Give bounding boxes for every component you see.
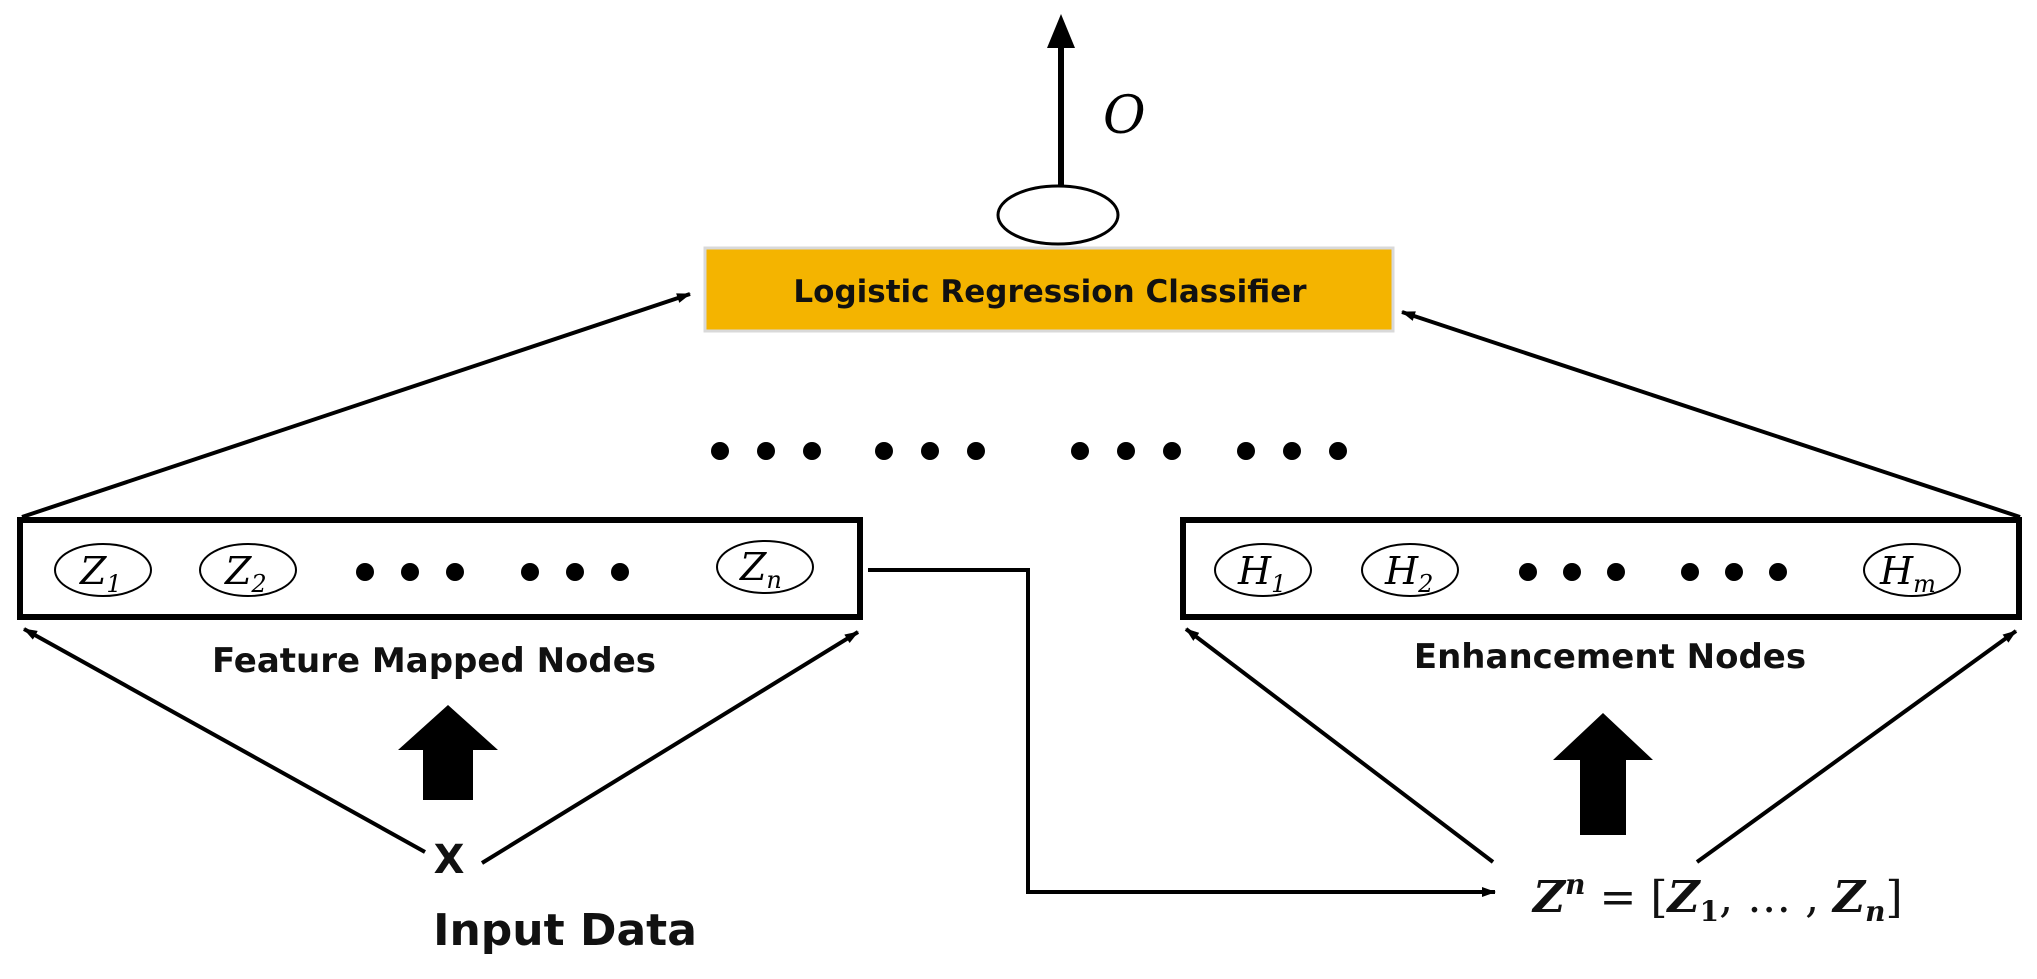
svg-text:H1: H1 [1237, 549, 1286, 598]
enhancement-node-1: H1 [1214, 543, 1312, 598]
formula-z1: Z [1666, 872, 1702, 923]
input-caption: Input Data [433, 905, 697, 956]
feature-node-1: Z1 [54, 543, 152, 598]
svg-text:Z2: Z2 [224, 549, 267, 598]
input-to-feature-right-arrow [480, 630, 860, 865]
enhancement-node-m: Hm [1863, 543, 1961, 598]
enhancement-nodes-caption: Enhancement Nodes [1414, 637, 1806, 677]
ellipsis-dots-icon [356, 563, 629, 581]
formula-lhs-sup: n [1565, 868, 1585, 901]
concat-formula: Zn = [Z1, … , Zn] [1531, 868, 1903, 928]
svg-text:Hm: Hm [1879, 549, 1936, 598]
feature-node-2: Z2 [199, 543, 297, 598]
input-to-feature-left-arrow [23, 627, 426, 854]
output-node [996, 184, 1120, 246]
feature-to-concat-connector [868, 568, 1496, 897]
feature-node-n: Zn [716, 540, 814, 594]
enhancement-node-2: H2 [1361, 543, 1459, 598]
svg-text:Z1: Z1 [79, 549, 122, 598]
svg-text:H2: H2 [1384, 549, 1433, 598]
ellipsis-dots-icon [1519, 563, 1787, 581]
block-up-arrow-icon [398, 705, 498, 800]
feature-to-classifier-arrow [21, 292, 691, 519]
formula-z1-sub: 1 [1700, 895, 1719, 928]
input-symbol: X [434, 837, 465, 883]
formula-close: ] [1886, 872, 1903, 923]
formula-middle: , … , [1719, 872, 1833, 923]
concat-to-enhancement-right-arrow [1695, 629, 2018, 864]
svg-text:Zn: Zn [739, 545, 782, 594]
ellipsis-dots-icon [711, 442, 1347, 460]
classifier-box [703, 246, 1395, 333]
enhancement-to-classifier-arrow [1401, 310, 2021, 519]
classifier-label: Logistic Regression Classifier [793, 274, 1307, 310]
output-symbol: O [1103, 86, 1146, 146]
formula-lhs: Z [1531, 872, 1567, 923]
feature-nodes-caption: Feature Mapped Nodes [212, 641, 656, 681]
formula-zn: Z [1831, 872, 1867, 923]
formula-zn-sub: n [1865, 895, 1885, 928]
output-arrow [1047, 14, 1075, 185]
concat-to-enhancement-left-arrow [1184, 627, 1495, 864]
block-up-arrow-icon [1553, 713, 1653, 835]
formula-eq: = [ [1585, 872, 1667, 923]
